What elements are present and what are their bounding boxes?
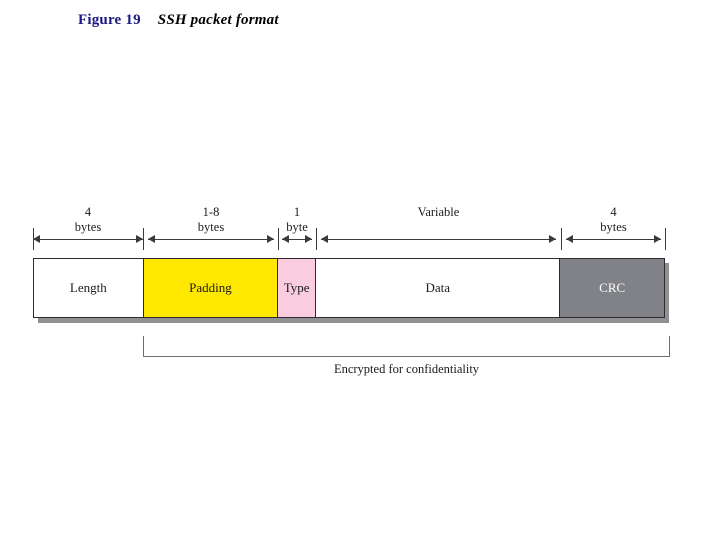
measure-data: Variable [321,206,556,250]
measure-length: 4 bytes [33,206,143,250]
measure-line [33,239,143,240]
figure-number: Figure 19 [78,12,141,28]
packet-bar: Length Padding Type Data CRC [33,258,665,318]
arrowhead-right-icon [305,235,312,243]
measure-label-padding: 1-8 bytes [148,206,274,233]
measure-label-crc: 4 bytes [566,206,661,233]
measure-label-line2: bytes [600,219,627,234]
measure-type: 1 byte [282,206,312,250]
measure-label-line2: bytes [74,219,102,234]
arrowhead-right-icon [654,235,661,243]
tick-mark [561,228,562,250]
arrowhead-left-icon [321,235,328,243]
measure-label-line1: 1-8 [202,205,220,219]
measure-label-line1: 4 [84,205,92,219]
arrowhead-right-icon [267,235,274,243]
packet-field-label: Type [283,280,310,295]
tick-mark [665,228,666,250]
packet-field-length[interactable]: Length [34,259,144,317]
measure-label-type: 1 byte [282,206,312,233]
measure-line [282,239,312,240]
packet-field-type[interactable]: Type [278,259,317,317]
measure-label-line1: Variable [417,205,460,219]
arrowhead-left-icon [33,235,40,243]
figure-title: Figure 19 SSH packet format [78,11,279,29]
measure-crc: 4 bytes [566,206,661,250]
measure-line [321,239,556,240]
arrowhead-left-icon [282,235,289,243]
arrowhead-right-icon [549,235,556,243]
measure-padding: 1-8 bytes [148,206,274,250]
packet-field-label: Length [69,280,107,295]
packet-field-padding[interactable]: Padding [143,259,279,317]
arrowhead-right-icon [136,235,143,243]
measure-label-data: Variable [321,206,556,221]
packet-field-crc[interactable]: CRC [560,259,664,317]
figure-caption-text: SSH packet format [157,12,279,28]
encryption-caption: Encrypted for confidentiality [333,362,480,376]
arrowhead-left-icon [566,235,573,243]
packet-field-data[interactable]: Data [316,259,561,317]
measure-label-length: 4 bytes [33,206,143,233]
tick-mark [278,228,279,250]
measure-line [148,239,274,240]
packet-field-label: Padding [189,280,232,295]
encryption-span-bracket [143,336,670,357]
measure-line [566,239,661,240]
packet-field-label: CRC [599,280,626,295]
tick-mark [316,228,317,250]
packet-field-label: Data [425,280,450,295]
tick-mark [143,228,144,250]
measure-label-line1: 4 [610,205,617,219]
measure-label-line2: bytes [197,219,225,234]
measure-label-line2: byte [286,219,308,234]
arrowhead-left-icon [148,235,155,243]
tick-mark [33,228,34,250]
measure-label-line1: 1 [293,205,301,219]
